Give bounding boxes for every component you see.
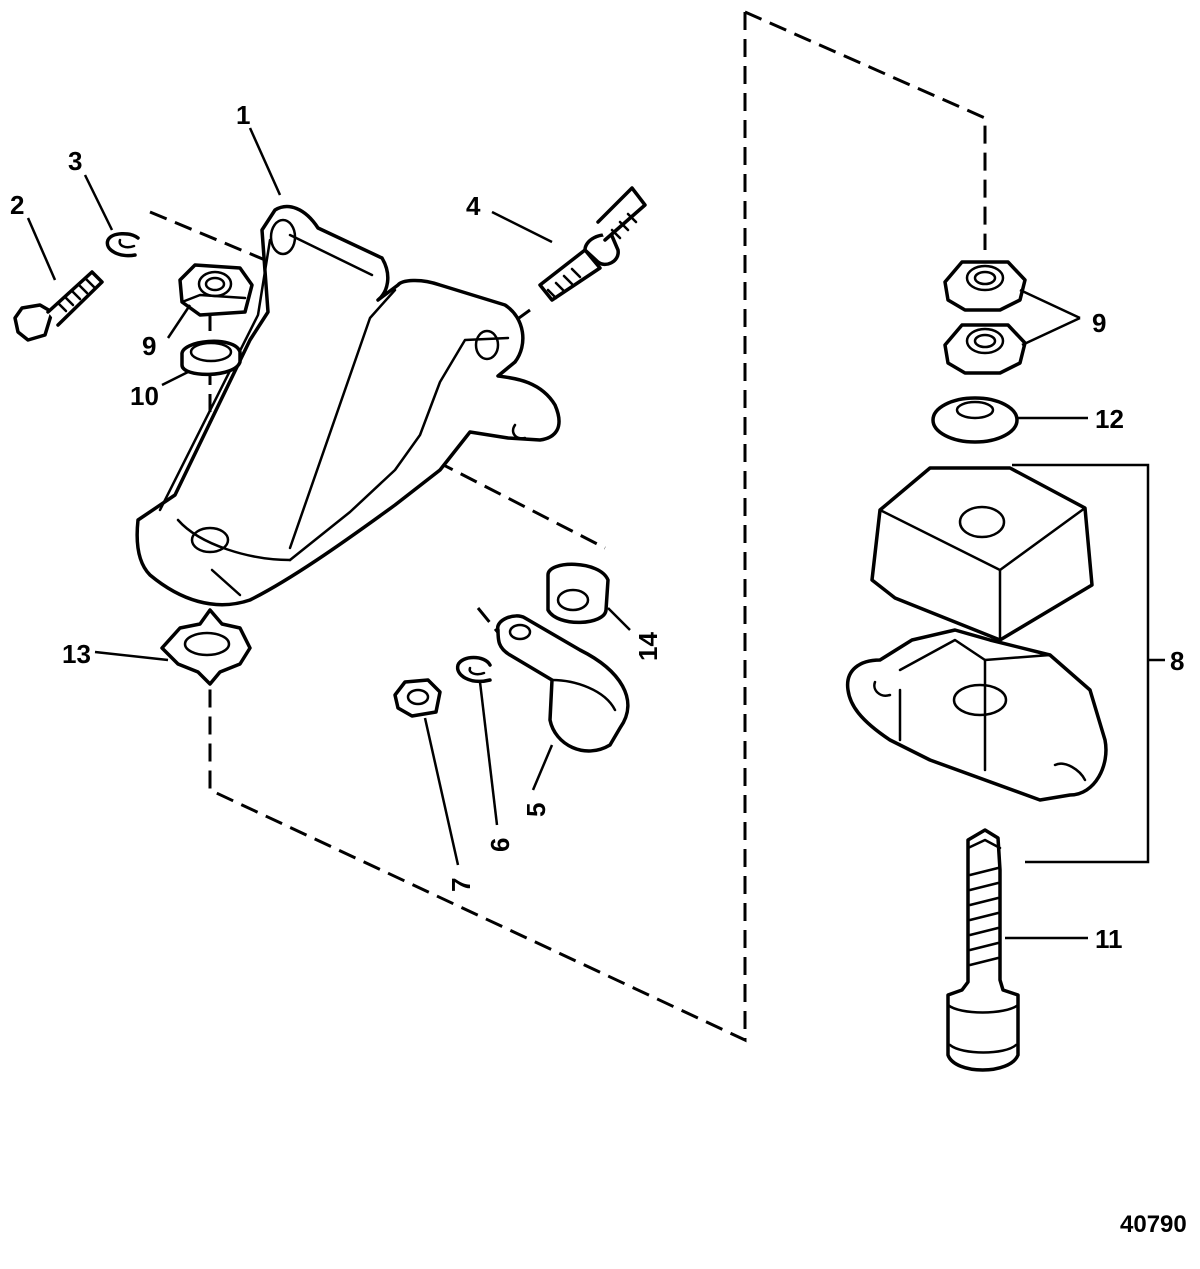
callout-10: 10 <box>130 381 159 411</box>
engine-mount-bracket <box>135 204 561 607</box>
leader-lines <box>26 127 1165 940</box>
sleeve-part-14 <box>546 562 610 625</box>
callout-9-right: 9 <box>1092 308 1106 338</box>
callout-8: 8 <box>1170 646 1184 676</box>
callout-12: 12 <box>1095 404 1124 434</box>
callout-11: 11 <box>1095 924 1123 954</box>
callout-7: 7 <box>446 878 476 892</box>
stud-part-4 <box>538 186 647 302</box>
star-washer-part-13 <box>160 608 252 686</box>
callout-1: 1 <box>236 100 250 130</box>
callout-labels: 1 2 3 4 5 6 7 8 9 9 10 11 12 13 14 <box>10 100 1184 954</box>
callout-2: 2 <box>10 190 24 220</box>
callout-5: 5 <box>521 803 551 817</box>
nut-part-9-left <box>178 263 254 317</box>
nut-part-7 <box>393 678 442 718</box>
callout-13: 13 <box>62 639 91 669</box>
callout-6: 6 <box>485 838 515 852</box>
clamp-part-5 <box>496 614 630 753</box>
callout-14: 14 <box>633 632 663 661</box>
flat-washer-part-12 <box>931 396 1019 444</box>
lock-washer-part-3 <box>105 232 140 258</box>
nuts-part-9-right <box>943 260 1027 375</box>
lock-washer-part-6 <box>455 655 492 683</box>
bolt-part-2 <box>13 270 104 342</box>
stud-bolt-part-11 <box>946 828 1020 1072</box>
callout-4: 4 <box>466 191 481 221</box>
mount-assembly-part-8 <box>845 466 1108 802</box>
lock-washer-part-10 <box>180 339 242 377</box>
callout-3: 3 <box>68 146 82 176</box>
figure-number: 40790 <box>1120 1211 1187 1238</box>
callout-9-left: 9 <box>142 331 156 361</box>
